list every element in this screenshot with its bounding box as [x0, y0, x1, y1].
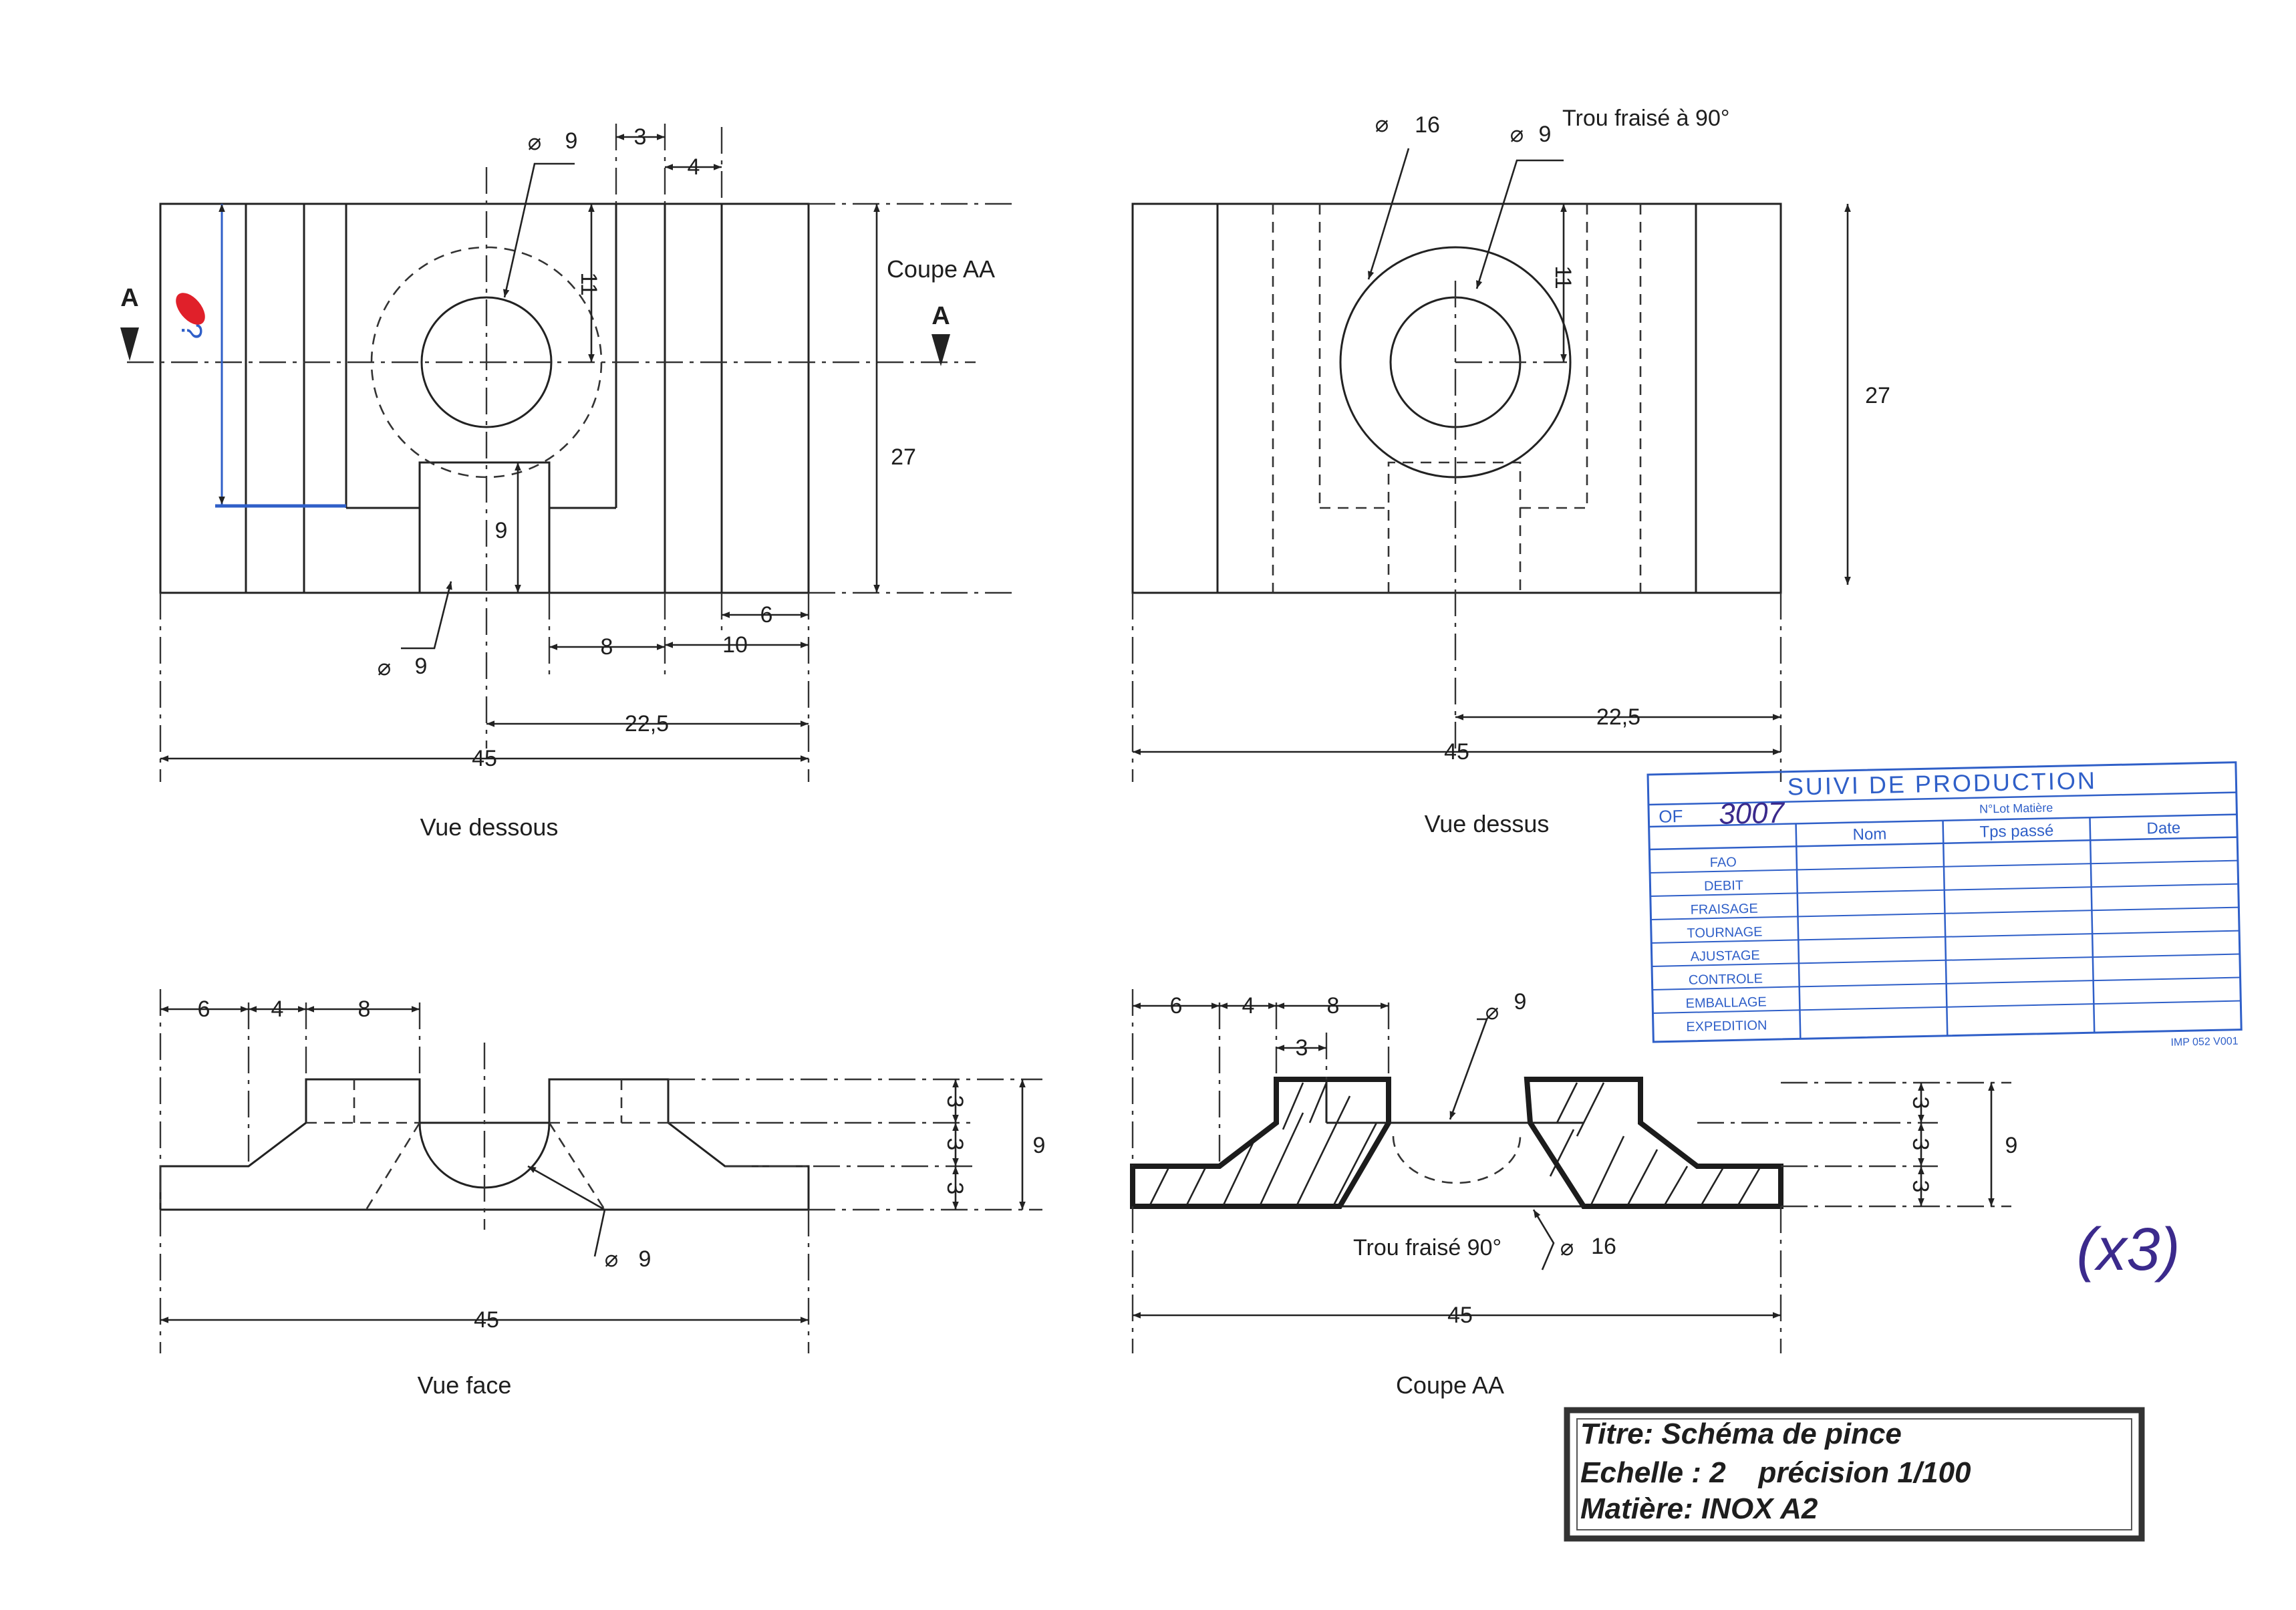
dim-45: 45: [472, 746, 497, 771]
diameter-symbol: ⌀: [605, 1246, 618, 1272]
stamp-row-emballage: EMBALLAGE: [1685, 994, 1767, 1011]
dim-22-5: 22,5: [1596, 704, 1640, 730]
countersink-note: Trou fraisé à 90°: [1562, 106, 1729, 131]
stamp-of-label: OF: [1659, 806, 1683, 827]
dim-3a: 3: [942, 1095, 968, 1108]
dim-27: 27: [1865, 383, 1890, 408]
view-caption: Vue dessus: [1425, 810, 1550, 837]
dim-d9-bottom: 9: [415, 654, 428, 679]
dim-4: 4: [1242, 993, 1255, 1019]
view-caption: Vue dessous: [420, 813, 559, 841]
dim-3: 3: [634, 124, 647, 150]
stamp-row-fao: FAO: [1710, 855, 1737, 870]
dim-22-5: 22,5: [625, 711, 669, 736]
stamp-of-value: 3007: [1719, 797, 1785, 831]
dim-6: 6: [198, 996, 210, 1022]
quantity-note: (x3): [2077, 1216, 2180, 1283]
section-arrow-left: [120, 327, 139, 361]
view-bottom: 3 4 11 27 9 6 8 10 22,5 45 ⌀ 9 ⌀ 9 A A C…: [120, 124, 1016, 841]
diameter-symbol: ⌀: [1560, 1235, 1574, 1260]
diameter-symbol: ⌀: [378, 655, 391, 680]
dim-9: 9: [1033, 1133, 1046, 1158]
view-caption: Vue face: [418, 1371, 512, 1399]
dim-d9-top: 9: [565, 128, 578, 154]
stamp-row-controle: CONTROLE: [1689, 972, 1763, 988]
dim-11: 11: [576, 272, 601, 295]
section-mark-right: A: [931, 302, 950, 330]
dim-6: 6: [760, 602, 773, 628]
countersink-note: Trou fraisé 90°: [1353, 1235, 1501, 1260]
view-section: 6 4 8 3 ⌀ 9 3 3 3 9 Trou fraisé 90° ⌀ 16…: [1130, 989, 2018, 1399]
dim-11: 11: [1550, 265, 1576, 289]
material-text: Matière: INOX A2: [1580, 1492, 1818, 1525]
stamp-title: SUIVI DE PRODUCTION: [1787, 767, 2097, 801]
dim-4: 4: [688, 154, 700, 180]
title-text: Titre: Schéma de pince: [1580, 1418, 1902, 1450]
dim-3c: 3: [1908, 1180, 1933, 1193]
diameter-symbol: ⌀: [528, 130, 541, 155]
stamp-col-tps: Tps passé: [1979, 821, 2053, 841]
production-stamp: SUIVI DE PRODUCTION OF 3007 N°Lot Matièr…: [1646, 761, 2243, 1049]
dim-3a: 3: [1908, 1097, 1933, 1109]
dim-10: 10: [722, 632, 748, 658]
dim-6: 6: [1170, 993, 1183, 1019]
dim-9: 9: [2005, 1133, 2018, 1158]
section-arrow-right: [931, 334, 950, 366]
dim-8: 8: [1327, 993, 1340, 1019]
dim-3c: 3: [942, 1182, 968, 1195]
dim-d16: 16: [1415, 112, 1440, 138]
dim-3b: 3: [1908, 1138, 1933, 1151]
dim-27: 27: [891, 444, 916, 470]
stamp-row-ajustage: AJUSTAGE: [1690, 948, 1760, 964]
diameter-symbol: ⌀: [1485, 999, 1499, 1025]
diameter-symbol: ⌀: [1510, 122, 1524, 147]
dim-d9: 9: [1514, 989, 1527, 1015]
view-front: 6 4 8 3 3 3 9 45 ⌀ 9 Vue face: [159, 989, 1046, 1399]
view-caption: Coupe AA: [1396, 1371, 1504, 1399]
stamp-col-nom: Nom: [1852, 825, 1886, 844]
dim-8: 8: [601, 634, 613, 660]
hatch-right: [1549, 1082, 1762, 1207]
handwritten-question: ?: [175, 323, 208, 339]
dim-4: 4: [271, 996, 284, 1022]
stamp-row-tournage: TOURNAGE: [1687, 925, 1762, 941]
dim-d9: 9: [639, 1246, 652, 1272]
stamp-lot-label: N°Lot Matière: [1979, 801, 2053, 815]
dim-3b: 3: [942, 1138, 968, 1151]
title-block: Titre: Schéma de pince Echelle : 2 préci…: [1564, 1407, 2145, 1542]
view-top: 11 27 22,5 45 ⌀ 16 ⌀ 9 Trou fraisé à 90°…: [1131, 106, 1890, 837]
dim-9: 9: [495, 518, 508, 543]
hatch-left: [1148, 1082, 1378, 1207]
red-marker-dot: [176, 293, 205, 325]
section-mark-left: A: [120, 284, 138, 312]
scale-text: Echelle : 2 précision 1/100: [1580, 1456, 1971, 1489]
stamp-footer-code: IMP 052 V001: [2170, 1036, 2239, 1049]
dim-45: 45: [1444, 739, 1469, 765]
stamp-row-expedition: EXPEDITION: [1686, 1018, 1767, 1035]
diameter-symbol: ⌀: [1375, 112, 1389, 137]
dim-45: 45: [1447, 1303, 1473, 1328]
dim-d9: 9: [1539, 122, 1552, 147]
dim-45: 45: [474, 1307, 499, 1333]
dim-d16: 16: [1591, 1234, 1616, 1259]
section-label: Coupe AA: [887, 255, 995, 283]
dim-3-top: 3: [1296, 1035, 1308, 1061]
stamp-col-date: Date: [2146, 819, 2180, 837]
stamp-row-fraisage: FRAISAGE: [1690, 902, 1758, 918]
stamp-row-debit: DEBIT: [1704, 878, 1743, 894]
dim-8: 8: [358, 996, 371, 1022]
